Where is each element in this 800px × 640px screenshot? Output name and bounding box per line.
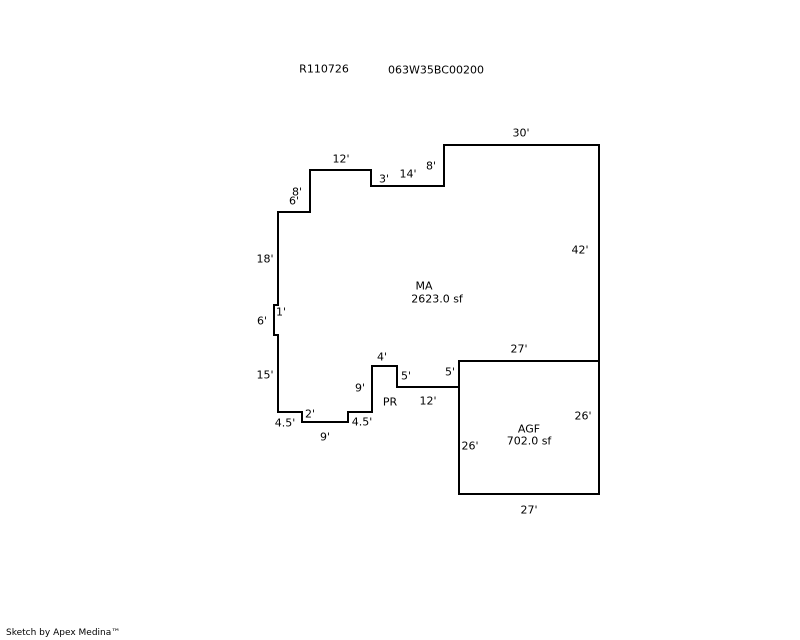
- pr-label: PR: [382, 395, 398, 409]
- dim-label: 8': [291, 185, 303, 199]
- footer-credit: Sketch by Apex Medina™: [6, 628, 121, 638]
- agf-area: 702.0 sf: [506, 434, 552, 448]
- dim-label: 26': [574, 409, 592, 423]
- dim-label: 6': [256, 314, 268, 328]
- dim-label: 1': [275, 305, 287, 319]
- dim-label: 8': [425, 159, 437, 173]
- dim-label: 12': [419, 394, 437, 408]
- dim-label: 12': [332, 152, 350, 166]
- agf-outline: [458, 360, 600, 495]
- ma-label: MA: [415, 279, 433, 293]
- dim-label: 18': [256, 252, 274, 266]
- dim-label: 27': [520, 503, 538, 517]
- dim-label: 2': [304, 407, 316, 421]
- parcel-id: R110726: [299, 62, 349, 76]
- dim-label: 14': [399, 167, 417, 181]
- dim-label: 30': [512, 126, 530, 140]
- dim-label: 6': [288, 194, 300, 208]
- dim-label: 4.5': [274, 416, 296, 430]
- dim-label: 5': [400, 369, 412, 383]
- dim-label: 9': [354, 381, 366, 395]
- dim-label: 42': [571, 243, 589, 257]
- dim-label: 4.5': [351, 415, 373, 429]
- dim-label: 27': [510, 342, 528, 356]
- dim-label: 26': [461, 439, 479, 453]
- dim-label: 5': [444, 365, 456, 379]
- dim-label: 15': [256, 368, 274, 382]
- dim-label: 3': [378, 172, 390, 186]
- agf-label: AGF: [517, 422, 541, 436]
- ma-outline: [273, 144, 600, 423]
- dim-label: 4': [376, 350, 388, 364]
- ma-area: 2623.0 sf: [411, 292, 463, 306]
- dim-label: 9': [319, 430, 331, 444]
- map-number: 063W35BC00200: [388, 63, 484, 77]
